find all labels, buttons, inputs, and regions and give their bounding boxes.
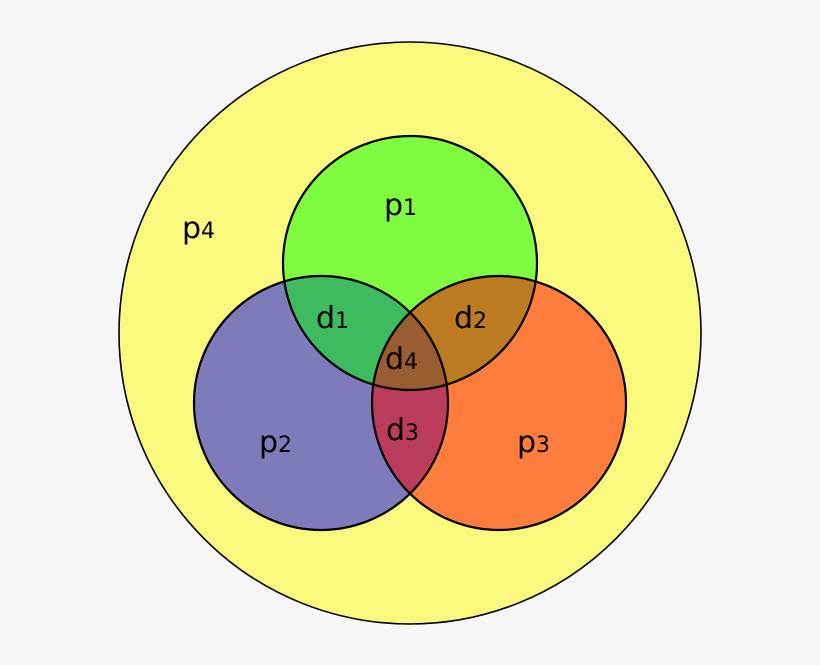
label-p3: p3 bbox=[517, 425, 550, 460]
set-circle-p3-outline bbox=[370, 274, 628, 532]
set-circle-p2-outline bbox=[192, 274, 450, 532]
set-circle-p1-outline bbox=[281, 134, 539, 392]
label-p1: p1 bbox=[384, 188, 417, 223]
label-d2: d2 bbox=[454, 301, 487, 336]
label-p2: p2 bbox=[259, 425, 292, 460]
label-d4: d4 bbox=[385, 342, 418, 377]
region-d2 bbox=[372, 276, 537, 390]
label-d3: d3 bbox=[386, 413, 419, 448]
region-d1 bbox=[283, 276, 448, 390]
label-p4: p4 bbox=[182, 211, 215, 246]
label-d1: d1 bbox=[316, 301, 349, 336]
